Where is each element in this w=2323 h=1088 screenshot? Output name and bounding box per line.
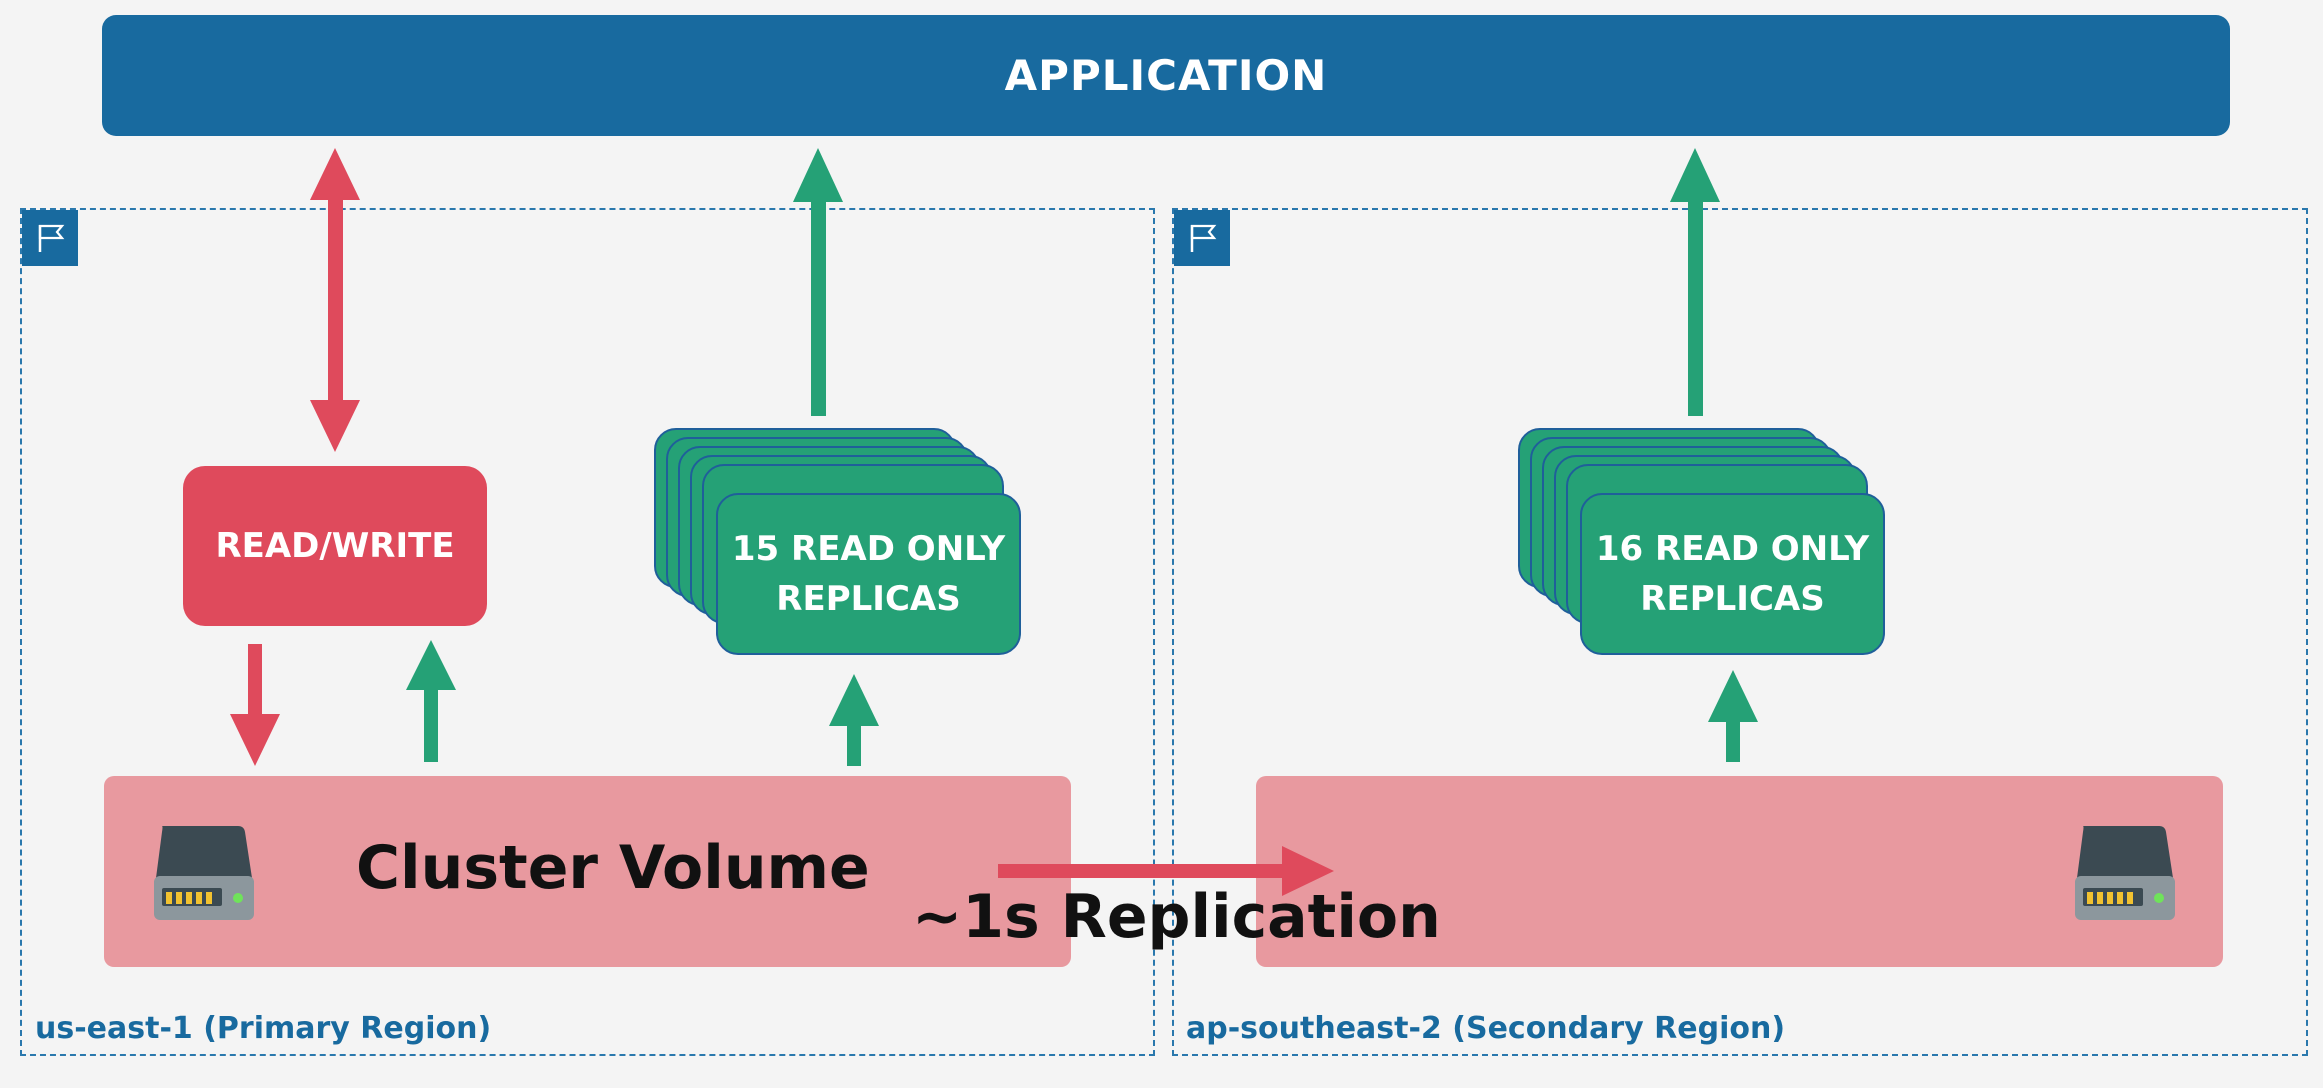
secondary-replicas-label: REPLICAS [1640,579,1825,619]
secondary-region-flag-icon [1174,210,1230,266]
application-label: APPLICATION [1004,51,1328,100]
primary-region-label: us-east-1 (Primary Region) [35,1011,492,1046]
replication-label: ~1s Replication [912,882,1441,952]
read-write-instance: READ/WRITE [183,466,487,626]
primary-replicas-count-label: 15 READ ONLY [731,529,1006,569]
secondary-read-replicas: 16 READ ONLY REPLICAS [1580,493,1885,655]
primary-read-replicas: 15 READ ONLY REPLICAS [716,493,1021,655]
secondary-region-box [1172,208,2308,1056]
primary-replicas-to-app-arrow [793,148,843,416]
primary-region-box [20,208,1155,1056]
application-bar: APPLICATION [102,15,2230,136]
secondary-hard-drive-icon [2075,826,2175,920]
primary-hard-drive-icon [154,826,254,920]
secondary-replicas-to-app-arrow [1670,148,1720,416]
secondary-cluster-volume [1256,776,2223,967]
primary-replicas-label: REPLICAS [776,579,961,619]
read-write-label: READ/WRITE [215,526,455,566]
volume-to-primary-replicas-arrow [829,674,879,766]
read-write-bidirectional-arrow [310,148,360,452]
primary-region-flag-icon [22,210,78,266]
volume-to-secondary-replicas-arrow [1708,670,1758,762]
write-to-volume-arrow [230,644,280,766]
replication-arrow [998,846,1334,896]
primary-cluster-volume [104,776,1071,967]
secondary-region-label: ap-southeast-2 (Secondary Region) [1186,1011,1786,1046]
secondary-replicas-count-label: 16 READ ONLY [1595,529,1870,569]
volume-to-read-write-arrow [406,640,456,762]
cluster-volume-label: Cluster Volume [356,833,870,903]
